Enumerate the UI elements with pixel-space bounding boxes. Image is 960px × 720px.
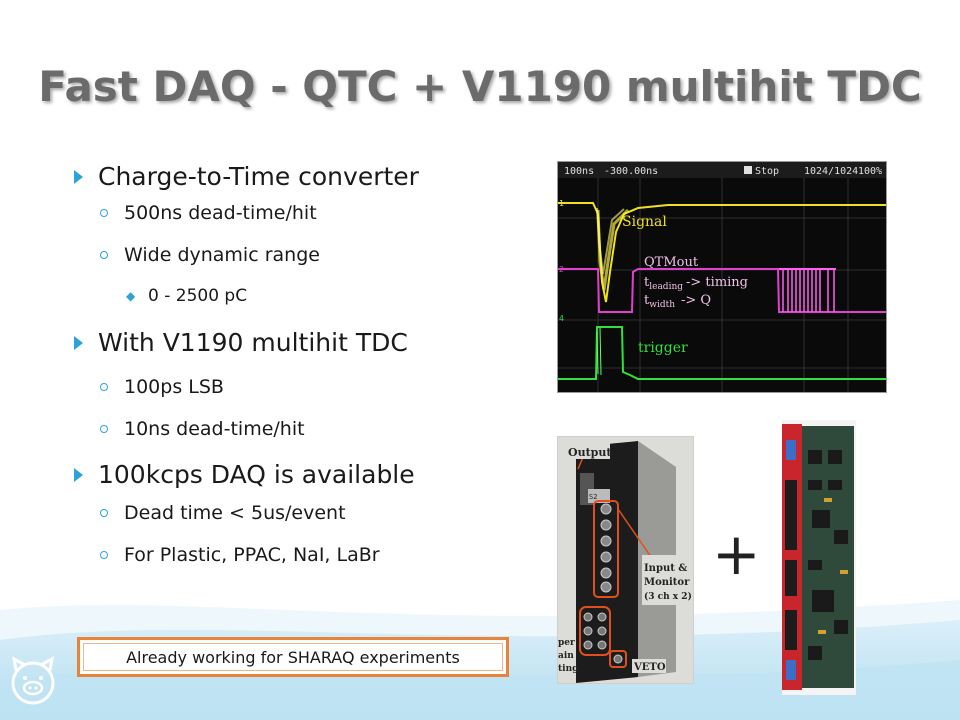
- bullet-3-1: Dead time < 5us/event: [74, 502, 346, 524]
- qtmout-label: QTMout: [644, 255, 699, 270]
- acq-count: 1024/1024: [804, 166, 858, 177]
- bullet-2-1-text: 100ps LSB: [124, 376, 224, 398]
- circle-bullet-icon: [100, 209, 108, 217]
- t-leading-label: tleading-> timing: [644, 275, 748, 292]
- v1190-board-drawing: [782, 420, 856, 695]
- circle-bullet-icon: [100, 383, 108, 391]
- circle-bullet-icon: [100, 425, 108, 433]
- signal-trace: [558, 202, 886, 303]
- trigger-label: trigger: [638, 340, 688, 356]
- oscilloscope-display: 100ns -300.00ns Stop 1024/1024 100% 1 2 …: [558, 162, 886, 392]
- status-note-box: Already working for SHARAQ experiments: [77, 637, 509, 677]
- acq-mode: Stop: [755, 166, 779, 177]
- bullet-1-text: Charge-to-Time converter: [98, 162, 419, 191]
- bullet-1-2-text: Wide dynamic range: [124, 244, 320, 266]
- bullet-2-2: 10ns dead-time/hit: [74, 418, 305, 440]
- bullet-2: With V1190 multihit TDC: [74, 328, 408, 357]
- input-monitor-label-1: Input &: [644, 563, 687, 574]
- t-width-label: twidth-> Q: [644, 293, 711, 310]
- bullet-1: Charge-to-Time converter: [74, 162, 419, 191]
- side-label-1: per: [558, 638, 575, 648]
- qtc-module-photo: S2 Outp: [557, 436, 694, 684]
- side-label-3: ting: [558, 664, 579, 674]
- trigger-trace: [558, 326, 886, 380]
- bullet-1-1: 500ns dead-time/hit: [74, 202, 317, 224]
- side-label-2: ain: [558, 651, 574, 661]
- triangle-bullet-icon: [74, 336, 83, 350]
- zoom-readout: 100%: [858, 166, 882, 177]
- status-note-text: Already working for SHARAQ experiments: [83, 643, 503, 671]
- pig-logo-icon: [11, 656, 55, 705]
- bullet-1-2-1-text: 0 - 2500 pC: [148, 286, 248, 306]
- input-monitor-label-3: (3 ch x 2): [644, 591, 692, 602]
- triangle-bullet-icon: [74, 468, 83, 482]
- output-label: Output: [568, 446, 612, 459]
- bullet-3-1-text: Dead time < 5us/event: [124, 502, 346, 524]
- signal-label: Signal: [622, 214, 667, 230]
- module-id: S2: [589, 493, 597, 501]
- bullet-1-2: Wide dynamic range: [74, 244, 320, 266]
- bullet-1-2-1: ◆ 0 - 2500 pC: [74, 286, 247, 306]
- qtmout-trace: [558, 268, 886, 313]
- stop-icon: [744, 166, 752, 174]
- circle-bullet-icon: [100, 551, 108, 559]
- diamond-bullet-icon: ◆: [126, 289, 136, 303]
- triangle-bullet-icon: [74, 170, 83, 184]
- bullet-1-1-text: 500ns dead-time/hit: [124, 202, 317, 224]
- circle-bullet-icon: [100, 251, 108, 259]
- bullet-2-1: 100ps LSB: [74, 376, 224, 398]
- circle-bullet-icon: [100, 509, 108, 517]
- oscilloscope-screenshot: 100ns -300.00ns Stop 1024/1024 100% 1 2 …: [557, 161, 887, 393]
- input-monitor-label-2: Monitor: [644, 577, 690, 588]
- timebase-readout: 100ns: [564, 166, 594, 177]
- offset-readout: -300.00ns: [604, 166, 658, 177]
- bullet-2-text: With V1190 multihit TDC: [98, 328, 408, 357]
- qtc-module-drawing: S2 Outp: [558, 437, 693, 683]
- ch4-marker: 4: [559, 314, 564, 323]
- bullet-3-2-text: For Plastic, PPAC, NaI, LaBr: [124, 544, 380, 566]
- v1190-board-photo: [782, 420, 856, 695]
- plus-sign: +: [712, 520, 761, 588]
- slide-title: Fast DAQ - QTC + V1190 multihit TDC: [38, 62, 922, 111]
- bullet-2-2-text: 10ns dead-time/hit: [124, 418, 305, 440]
- bullet-3-2: For Plastic, PPAC, NaI, LaBr: [74, 544, 380, 566]
- bullet-3: 100kcps DAQ is available: [74, 460, 415, 489]
- bullet-3-text: 100kcps DAQ is available: [98, 460, 415, 489]
- veto-label: VETO: [633, 662, 666, 673]
